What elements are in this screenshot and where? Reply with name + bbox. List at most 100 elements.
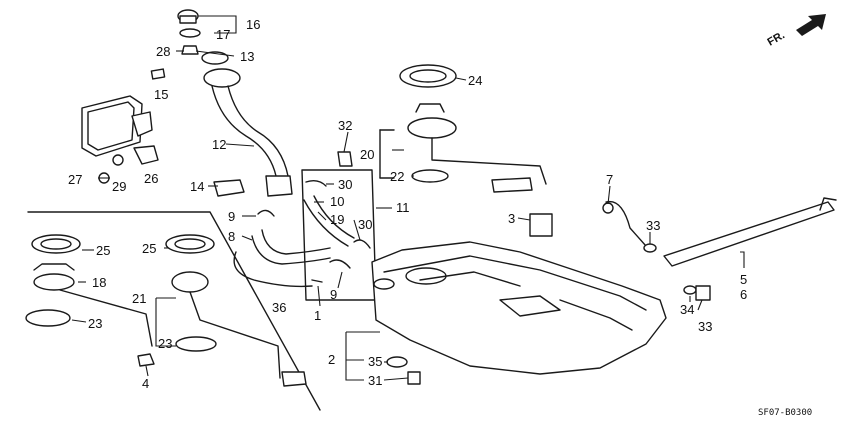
callout-29: 29 <box>112 179 126 194</box>
fuel-lid-hinge <box>131 111 153 137</box>
alt-gasket-23a <box>25 309 71 327</box>
callout-4: 4 <box>142 376 149 391</box>
callout-23-left: 23 <box>88 316 102 331</box>
leader-lines <box>71 15 745 381</box>
callout-15: 15 <box>154 87 168 102</box>
callout-35: 35 <box>368 354 382 369</box>
callout-24: 24 <box>468 73 482 88</box>
callout-1: 1 <box>314 308 321 323</box>
callout-23-right: 23 <box>158 336 172 351</box>
hose-clamp-30a <box>305 179 327 187</box>
callout-33-upper: 33 <box>646 218 660 233</box>
fuel-tank-pad <box>499 295 561 317</box>
alt-gauge-float <box>281 371 307 387</box>
hose-clamp-9b <box>329 259 351 269</box>
callout-20: 20 <box>360 147 374 162</box>
callout-30-lower: 30 <box>358 217 372 232</box>
callout-7: 7 <box>606 172 613 187</box>
callout-33-lower: 33 <box>698 319 712 334</box>
callout-25-right: 25 <box>142 241 156 256</box>
alt-lock-ring-25a <box>31 234 81 254</box>
breather-hose-outer <box>313 195 355 239</box>
filler-neck-pipe <box>211 85 277 177</box>
alt-gauge-flange <box>171 271 209 293</box>
alt-gasket-23b <box>175 336 217 352</box>
callout-6: 6 <box>740 287 747 302</box>
tank-strap-hook <box>819 197 837 211</box>
callout-22: 22 <box>390 169 404 184</box>
callout-26: 26 <box>144 171 158 186</box>
callout-13: 13 <box>240 49 254 64</box>
filler-nut <box>181 45 199 55</box>
fuel-lid-inner-panel <box>87 101 135 151</box>
fuel-filler-cap-group <box>150 9 229 80</box>
filler-hose-corrugated-outer <box>261 229 331 255</box>
filler-neck-bracket <box>213 179 245 197</box>
callout-10: 10 <box>330 194 344 209</box>
callout-32: 32 <box>338 118 352 133</box>
callout-17: 17 <box>216 27 230 42</box>
callout-3: 3 <box>508 211 515 226</box>
callout-16: 16 <box>246 17 260 32</box>
callout-9-lower: 9 <box>330 287 337 302</box>
drain-bolt-31 <box>407 371 421 385</box>
callout-8: 8 <box>228 229 235 244</box>
fuel-lid-group <box>81 95 159 184</box>
alt-lock-ring-25a-inner <box>40 238 72 250</box>
breather-hose-group <box>233 151 377 301</box>
small-clip <box>150 68 166 80</box>
fuel-tank-seam <box>383 255 647 311</box>
alternate-fuel-pump-group <box>25 211 321 411</box>
callout-9-upper: 9 <box>228 209 235 224</box>
filler-cap-gasket <box>179 28 201 38</box>
alt-bracket-4 <box>137 353 155 367</box>
alt-group-boundary <box>27 211 321 411</box>
front-direction-label: FR. <box>766 29 787 48</box>
fuel-tank-filler-port <box>373 278 395 290</box>
lid-bracket <box>133 145 159 165</box>
spring-clip-3 <box>529 213 553 237</box>
breather-hose <box>303 199 349 247</box>
clip-1 <box>311 279 323 283</box>
filler-hose-corrugated <box>251 235 331 265</box>
filler-neck-pipe-outer <box>227 85 289 177</box>
callout-14: 14 <box>190 179 204 194</box>
gauge-unit-pipe <box>415 103 445 113</box>
strap-nut-33a <box>643 243 657 253</box>
alt-pump-pipe <box>59 289 153 347</box>
tank-washer-35 <box>386 356 408 368</box>
lid-bolt <box>112 154 124 166</box>
filler-neck-mouth <box>203 68 241 88</box>
gauge-lock-ring-24 <box>399 64 457 88</box>
alt-pump-top <box>33 263 75 271</box>
hose-36 <box>233 251 313 288</box>
callout-19: 19 <box>330 212 344 227</box>
strap-washer-34 <box>683 285 697 295</box>
hose-clamp-30b <box>353 239 371 249</box>
fuel-tank-body <box>371 241 667 375</box>
callout-18: 18 <box>92 275 106 290</box>
alt-pump-flange <box>33 273 75 291</box>
tank-strap-group <box>602 197 837 301</box>
callout-11: 11 <box>396 200 410 215</box>
callout-28: 28 <box>156 44 170 59</box>
gauge-lock-ring-24-inner <box>409 69 447 83</box>
callout-21: 21 <box>132 291 146 306</box>
gauge-float <box>491 177 533 193</box>
filler-neck-pipe-group <box>203 68 293 197</box>
gauge-unit-flange <box>407 117 457 139</box>
strap-bolt-head <box>602 202 614 214</box>
fuel-tank-pump-opening <box>405 267 447 285</box>
front-arrow-icon <box>796 14 826 36</box>
fuel-tank-rib-1 <box>419 271 521 287</box>
fuel-tank <box>371 241 667 385</box>
filler-neck-bottom <box>265 175 293 197</box>
callout-34: 34 <box>680 302 694 317</box>
callout-25-left: 25 <box>96 243 110 258</box>
callout-36: 36 <box>272 300 286 315</box>
fuel-gauge-unit-group <box>379 64 553 237</box>
strap-bolt-7 <box>605 200 647 247</box>
alt-gauge-arm <box>189 291 281 379</box>
tank-strap <box>663 201 835 267</box>
